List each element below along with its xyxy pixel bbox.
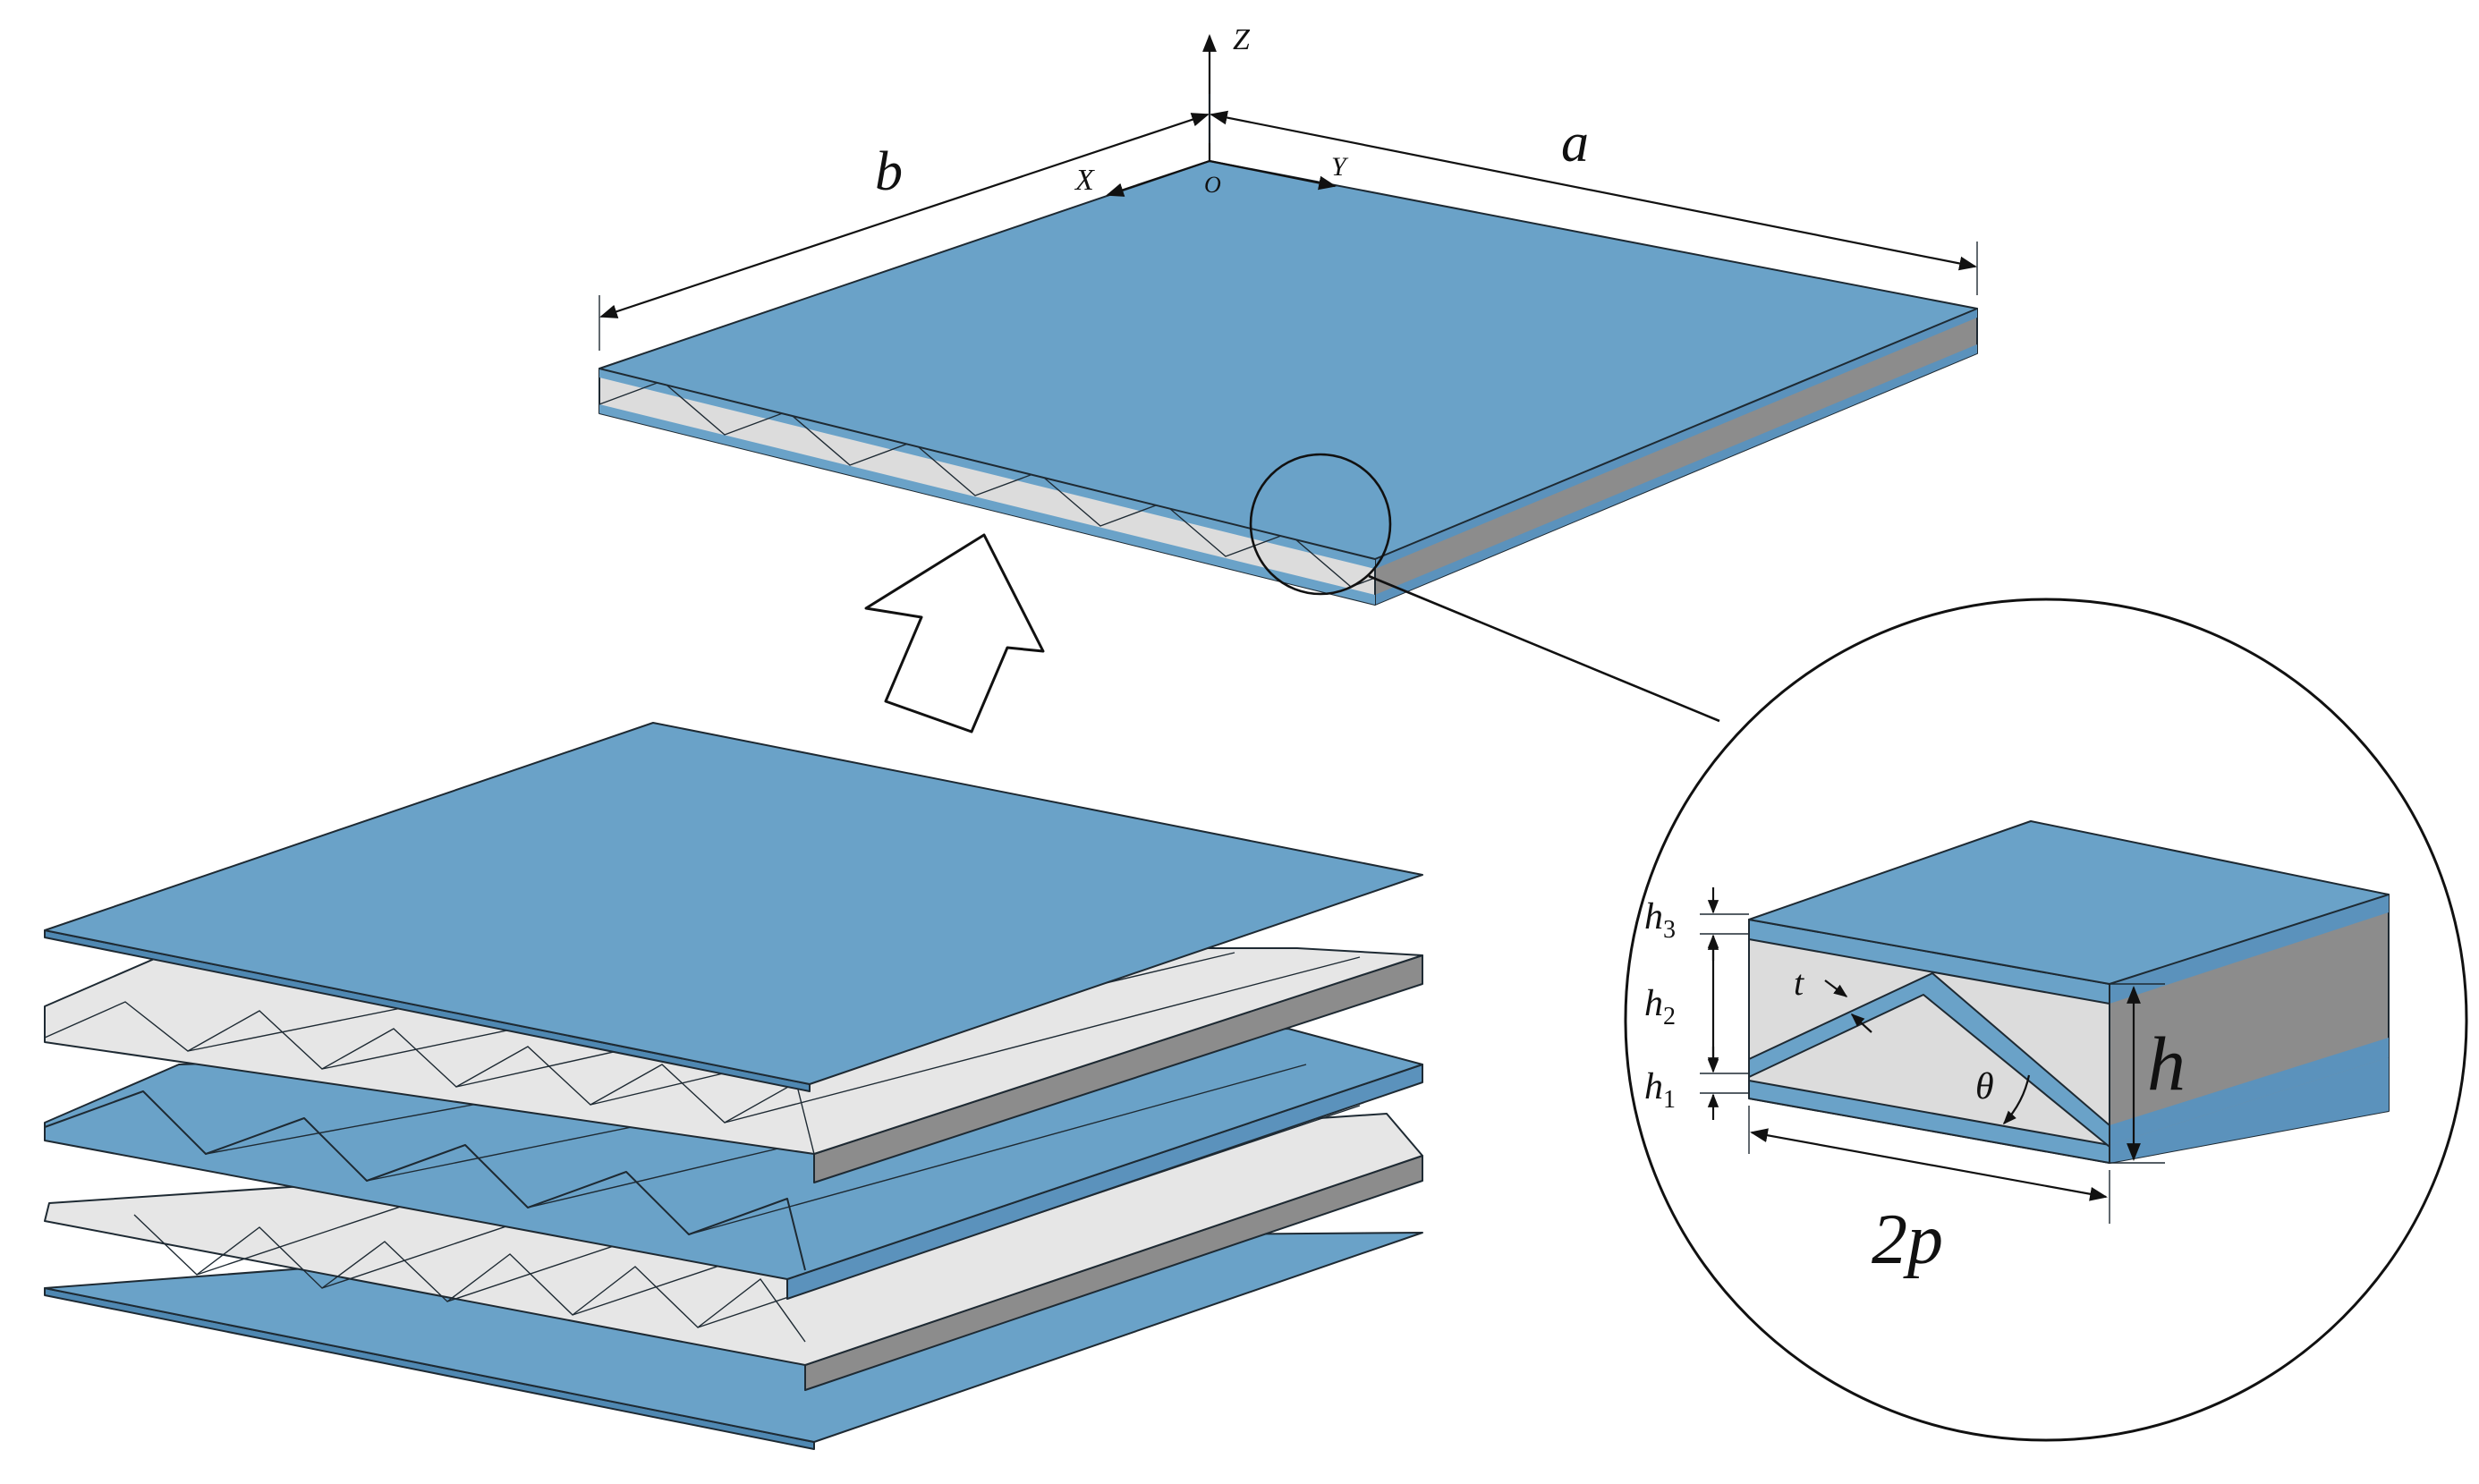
dim-a-line <box>1210 110 1977 271</box>
dim-a-label: a <box>1561 113 1589 174</box>
thickness-dimensions <box>1700 887 1749 1120</box>
dim-b-label: b <box>875 141 903 202</box>
h-label: h <box>2147 1021 2186 1107</box>
h3-label: h3 <box>1644 896 1676 944</box>
t-arrow-bottom <box>1850 1013 1872 1033</box>
panel-right-top-sheet <box>1375 309 1977 569</box>
panel-top-face <box>599 160 1978 560</box>
theta-arc <box>2002 1074 2031 1125</box>
theta-label: θ <box>1975 1066 1994 1107</box>
dim-b-line <box>599 113 1210 318</box>
t-arrow-top <box>1824 979 1848 997</box>
exploded-layers <box>44 722 1423 1450</box>
zoom-top-face <box>1748 820 2390 985</box>
h2-label: h2 <box>1644 983 1676 1030</box>
panel-front-bottom-sheet <box>599 404 1375 605</box>
panel-right-bottom-sheet <box>1375 344 1977 605</box>
layer-top-face-sheet <box>44 722 1423 1092</box>
zoom-detail: h3 h2 h1 t θ h 2p <box>1624 598 2468 1442</box>
two-p-label: 2p <box>1872 1200 1943 1279</box>
assembled-panel: Z X Y O b a <box>599 23 1978 723</box>
h1-label: h1 <box>1644 1066 1676 1114</box>
axis-y-label: Y <box>1331 152 1349 182</box>
detail-circle <box>1249 453 1392 596</box>
axis-x-label: X <box>1074 164 1095 197</box>
assembly-arrow <box>864 533 1045 734</box>
zoom-core-web <box>1748 972 2110 1148</box>
origin-label: O <box>1204 172 1221 198</box>
t-label: t <box>1794 962 1804 1003</box>
detail-leader-line <box>1368 574 1720 723</box>
two-p-dimension-line <box>1750 1128 2108 1201</box>
axis-z-label: Z <box>1233 23 1251 56</box>
panel-core-zigzag <box>599 380 1376 588</box>
